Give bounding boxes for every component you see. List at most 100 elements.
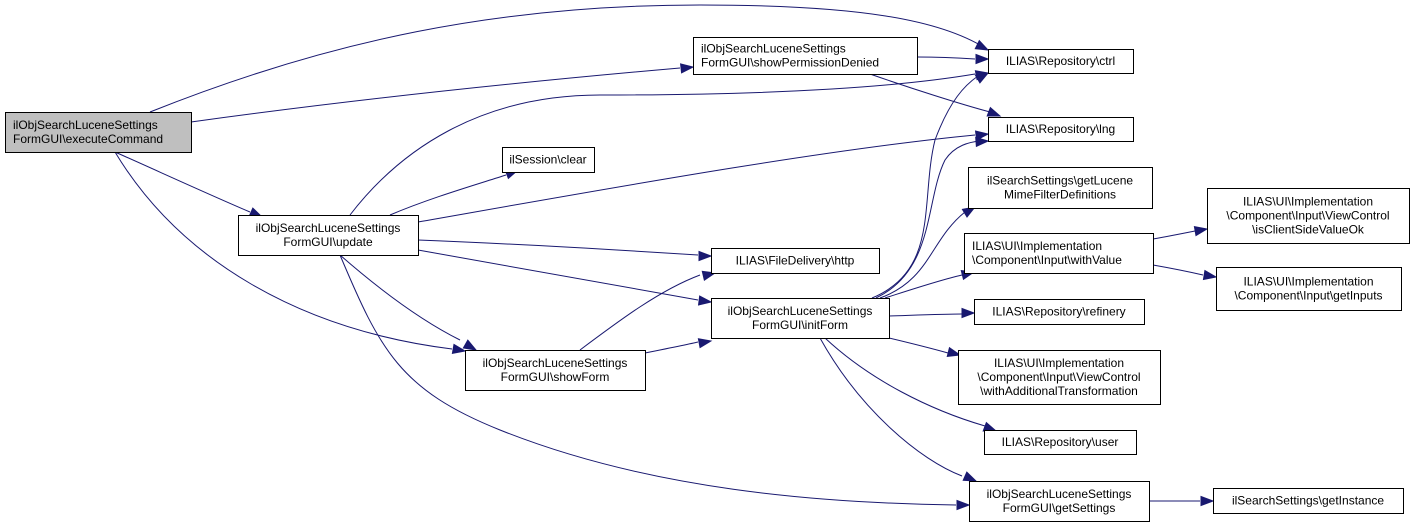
edge-line (417, 249, 699, 301)
node-getLuceneMime[interactable]: ilSearchSettings\getLuceneMimeFilterDefi… (968, 167, 1153, 209)
arrowhead-icon (698, 250, 713, 262)
node-box[interactable] (968, 167, 1153, 209)
node-label-line: ILIAS\Repository\ctrl (1006, 54, 1115, 68)
edge-line (1152, 230, 1196, 240)
node-label-line: ilObjSearchLuceneSettings (13, 118, 158, 132)
node-label-line: ILIAS\FileDelivery\http (736, 254, 855, 268)
edge-line (339, 254, 461, 341)
node-label-line: \Component\Input\ViewControl (977, 370, 1140, 384)
node-box[interactable] (502, 147, 595, 173)
edge-executeCommand-to-showPermissionDenied (190, 63, 695, 123)
node-box[interactable] (1216, 267, 1402, 311)
node-label-line: \Component\Input\ViewControl (1226, 209, 1389, 223)
node-isClientSideValueOk[interactable]: ILIAS\UI\Implementation\Component\Input\… (1207, 188, 1410, 244)
node-label-line: ilObjSearchLuceneSettings (256, 221, 401, 235)
nodes-layer: ilObjSearchLuceneSettingsFormGUI\execute… (5, 37, 1410, 522)
node-box[interactable] (958, 350, 1161, 405)
node-box[interactable] (711, 298, 890, 339)
node-getInstance[interactable]: ilSearchSettings\getInstance (1213, 488, 1404, 514)
node-box[interactable] (988, 117, 1134, 142)
arrowhead-icon (946, 346, 962, 358)
node-label-line: FormGUI\update (283, 235, 373, 249)
edge-showForm-to-initForm (644, 338, 713, 354)
node-executeCommand[interactable]: ilObjSearchLuceneSettingsFormGUI\execute… (5, 112, 192, 153)
edge-line (1152, 264, 1204, 276)
node-user[interactable]: ILIAS\Repository\user (984, 430, 1137, 455)
edge-update-to-getSettings (339, 254, 971, 511)
arrowhead-icon (974, 72, 990, 84)
node-label-line: ILIAS\Repository\refinery (992, 305, 1125, 319)
edge-getSettings-to-getInstance (1148, 495, 1215, 507)
node-box[interactable] (1213, 488, 1404, 514)
node-label-line: \Component\Input\getInputs (1234, 289, 1382, 303)
node-label-line: \Component\Input\withValue (972, 253, 1122, 267)
node-label-line: ilObjSearchLuceneSettings (728, 304, 873, 318)
node-label-line: \isClientSideValueOk (1252, 223, 1365, 237)
node-box[interactable] (1207, 188, 1410, 244)
edge-initForm-to-user (824, 337, 998, 432)
arrowhead-icon (679, 63, 695, 74)
node-label-line: ILIAS\UI\Implementation (1243, 275, 1373, 289)
node-box[interactable] (711, 248, 880, 274)
node-getSettings[interactable]: ilObjSearchLuceneSettingsFormGUI\getSett… (969, 481, 1150, 522)
node-initForm[interactable]: ilObjSearchLuceneSettingsFormGUI\initFor… (711, 298, 890, 339)
node-box[interactable] (984, 430, 1137, 455)
edge-initForm-to-withValue (884, 269, 976, 299)
edge-line (916, 56, 976, 60)
node-box[interactable] (693, 37, 918, 75)
node-refinery[interactable]: ILIAS\Repository\refinery (974, 299, 1145, 325)
edge-line (389, 174, 507, 216)
edge-update-to-http (417, 239, 713, 262)
node-label-line: FormGUI\getSettings (1003, 501, 1116, 515)
node-label-line: ilSearchSettings\getInstance (1232, 494, 1384, 508)
arrowhead-icon (986, 106, 1002, 117)
root-node-box[interactable] (5, 112, 192, 153)
arrowhead-icon (956, 499, 971, 511)
edge-showPermissionDenied-to-ctrl (916, 53, 990, 65)
node-sessionClear[interactable]: ilSession\clear (502, 147, 595, 173)
node-label-line: FormGUI\executeCommand (13, 132, 163, 146)
edge-update-to-lng (417, 130, 990, 223)
edge-update-to-ctrl (349, 70, 990, 216)
edge-line (875, 140, 981, 299)
node-label-line: FormGUI\showPermissionDenied (701, 56, 879, 70)
node-lng[interactable]: ILIAS\Repository\lng (988, 117, 1134, 142)
node-withValue[interactable]: ILIAS\UI\Implementation\Component\Input\… (964, 233, 1154, 274)
node-label-line: ILIAS\UI\Implementation (994, 356, 1124, 370)
edge-line (884, 274, 963, 299)
edge-executeCommand-to-ctrl (149, 4, 990, 113)
node-box[interactable] (465, 350, 646, 391)
arrowhead-icon (451, 343, 467, 354)
arrowhead-icon (697, 295, 713, 306)
node-box[interactable] (969, 481, 1150, 522)
node-showForm[interactable]: ilObjSearchLuceneSettingsFormGUI\showFor… (465, 350, 646, 391)
node-withAdditionalTransformation[interactable]: ILIAS\UI\Implementation\Component\Input\… (958, 350, 1161, 405)
edge-initForm-to-withAdditionalTransformation (888, 337, 962, 358)
edge-line (114, 151, 453, 350)
edge-line (888, 337, 949, 354)
edge-line (879, 211, 966, 299)
node-box[interactable] (238, 215, 419, 256)
node-label-line: ilObjSearchLuceneSettings (701, 42, 846, 56)
node-showPermissionDenied[interactable]: ilObjSearchLuceneSettingsFormGUI\showPer… (693, 37, 918, 75)
node-http[interactable]: ILIAS\FileDelivery\http (711, 248, 880, 274)
arrowhead-icon (974, 39, 990, 51)
node-getInputs[interactable]: ILIAS\UI\Implementation\Component\Input\… (1216, 267, 1402, 311)
node-box[interactable] (974, 299, 1145, 325)
arrowhead-icon (1202, 269, 1218, 281)
edge-line (871, 75, 979, 299)
edge-line (888, 313, 963, 317)
node-label-line: ILIAS\Repository\lng (1006, 122, 1115, 136)
edge-update-to-showForm (339, 254, 478, 351)
edge-withValue-to-isClientSideValueOk (1152, 226, 1209, 240)
arrowhead-icon (462, 339, 478, 351)
edge-line (339, 254, 957, 506)
node-box[interactable] (988, 49, 1134, 74)
node-label-line: ILIAS\Repository\user (1002, 435, 1119, 449)
node-ctrl[interactable]: ILIAS\Repository\ctrl (988, 49, 1134, 74)
node-label-line: ilObjSearchLuceneSettings (483, 356, 628, 370)
arrowhead-icon (974, 130, 990, 141)
node-box[interactable] (964, 233, 1154, 274)
